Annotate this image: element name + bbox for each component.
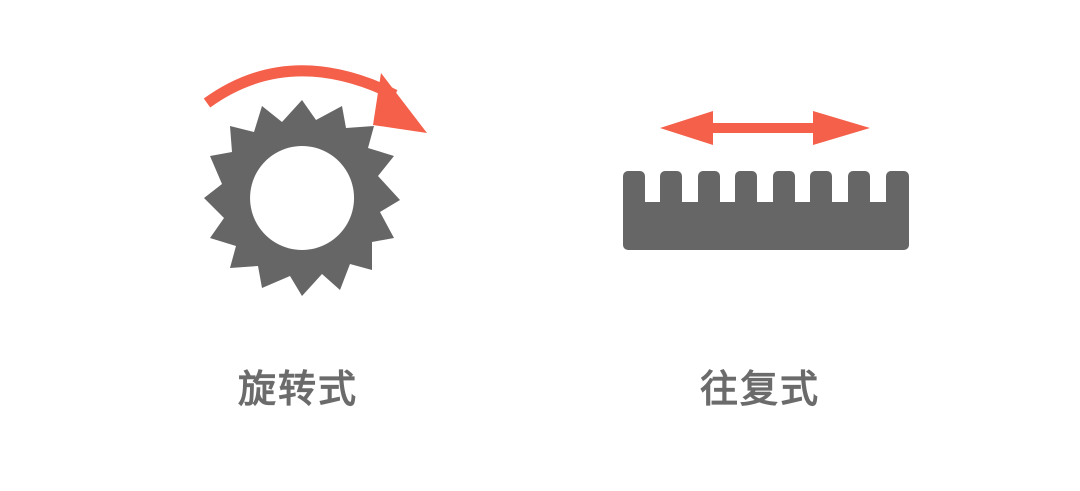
- reciprocating-blade-icon: [623, 171, 909, 250]
- rotate-clockwise-arrow-icon: [203, 65, 427, 133]
- double-headed-arrow-icon: [660, 111, 870, 145]
- reciprocating-label: 往复式: [700, 367, 821, 411]
- rotary-label: 旋转式: [238, 367, 359, 411]
- rotary-saw-blade-icon: [204, 100, 400, 296]
